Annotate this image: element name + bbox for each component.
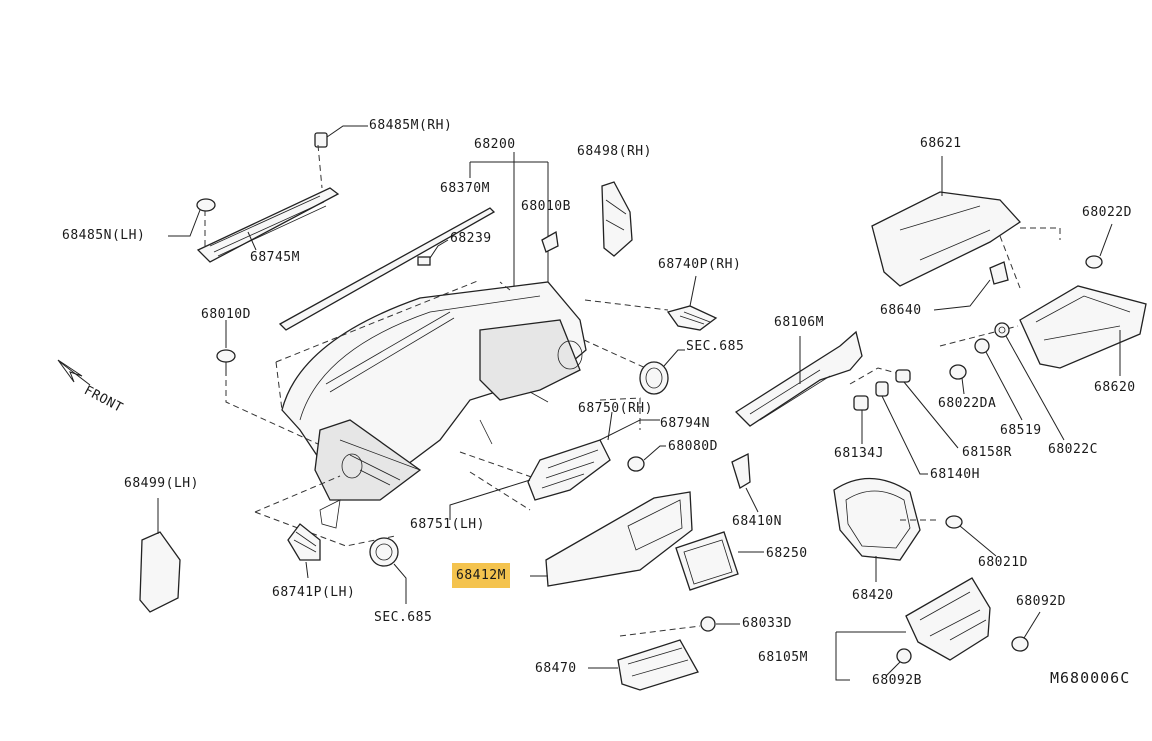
label-68092b: 68092B (872, 673, 922, 688)
duct-68105m (835, 577, 991, 681)
label-68420: 68420 (852, 588, 894, 603)
label-68033d: 68033D (742, 616, 792, 631)
screw-68092d (1011, 611, 1041, 652)
fastener-68010d (216, 320, 236, 376)
cluster-bezel-68420 (833, 477, 940, 582)
label-68519: 68519 (1000, 423, 1042, 438)
clip-68485m (314, 125, 368, 148)
label-68010d: 68010D (201, 307, 251, 322)
diagram-code: M680006C (1050, 669, 1131, 687)
washer-68022c (994, 322, 1065, 441)
front-arrow-icon (57, 359, 91, 386)
label-68105m: 68105M (758, 650, 808, 665)
label-68239: 68239 (450, 231, 492, 246)
label-68621: 68621 (920, 136, 962, 151)
clip-68485n (168, 198, 216, 237)
label-68470: 68470 (535, 661, 577, 676)
label-68499-lh: 68499(LH) (124, 476, 199, 491)
center-vent-module (527, 411, 660, 501)
label-sec685-rh: SEC.685 (686, 339, 745, 354)
label-68158r: 68158R (962, 445, 1012, 460)
display-68250 (675, 531, 764, 591)
label-68021d: 68021D (978, 555, 1028, 570)
screw-68022d (1085, 223, 1113, 269)
clip-68092b (885, 648, 912, 677)
vent-68740p (666, 275, 718, 331)
leader-68751 (449, 479, 531, 520)
striker-68640 (933, 261, 1009, 311)
clip-68140h (875, 381, 928, 475)
clip-68158r (895, 369, 959, 449)
label-68370m: 68370M (440, 181, 490, 196)
glovebox-upper-68621 (871, 156, 1061, 289)
cluster-lid-68412m (530, 491, 693, 587)
label-68794n: 68794N (660, 416, 710, 431)
glovebox-lid-68620 (939, 285, 1147, 376)
pin-68519 (974, 338, 1023, 421)
label-68620: 68620 (1094, 380, 1136, 395)
label-68412m-highlighted[interactable]: 68412M (452, 563, 510, 588)
clip-68239 (417, 239, 449, 266)
label-68741p-lh: 68741P(LH) (272, 585, 356, 600)
screw-68022da (949, 364, 967, 395)
label-68200: 68200 (474, 137, 516, 152)
knob-68080d (627, 445, 666, 472)
round-vent-rh (639, 349, 685, 395)
label-68134j: 68134J (834, 446, 884, 461)
vent-68741p (287, 523, 321, 579)
label-68750-rh: 68750(RH) (578, 401, 653, 416)
screw-68021d (945, 515, 997, 557)
trim-68410n (731, 452, 759, 513)
leader-68200 (469, 152, 549, 300)
label-68498-rh: 68498(RH) (577, 144, 652, 159)
round-vent-lh (369, 537, 407, 604)
label-68010b: 68010B (521, 199, 571, 214)
label-68022c: 68022C (1048, 442, 1098, 457)
bracket-68498 (601, 181, 633, 257)
label-68745m: 68745M (250, 250, 300, 265)
label-68092d: 68092D (1016, 594, 1066, 609)
label-68250: 68250 (766, 546, 808, 561)
label-68751-lh: 68751(LH) (410, 517, 485, 532)
clip-68033d (619, 616, 740, 637)
label-68640: 68640 (880, 303, 922, 318)
label-68410n: 68410N (732, 514, 782, 529)
switch-panel-68470 (588, 639, 699, 691)
label-68485m-rh: 68485M(RH) (369, 118, 453, 133)
clip-68010b (541, 230, 559, 253)
lower-panel-68106m (734, 330, 901, 427)
label-68740p-rh: 68740P(RH) (658, 257, 742, 272)
label-68485n-lh: 68485N(LH) (62, 228, 146, 243)
side-trim-68499 (139, 498, 181, 613)
label-68022d: 68022D (1082, 205, 1132, 220)
label-68140h: 68140H (930, 467, 980, 482)
label-68022da: 68022DA (938, 396, 997, 411)
defroster-grille-68745m (196, 144, 340, 263)
trim-strip-68370m (278, 207, 496, 331)
label-68080d: 68080D (668, 439, 718, 454)
clip-68134j (853, 395, 869, 444)
label-sec685-lh: SEC.685 (374, 610, 433, 625)
label-68106m: 68106M (774, 315, 824, 330)
instrument-panel-68200 (281, 281, 587, 529)
